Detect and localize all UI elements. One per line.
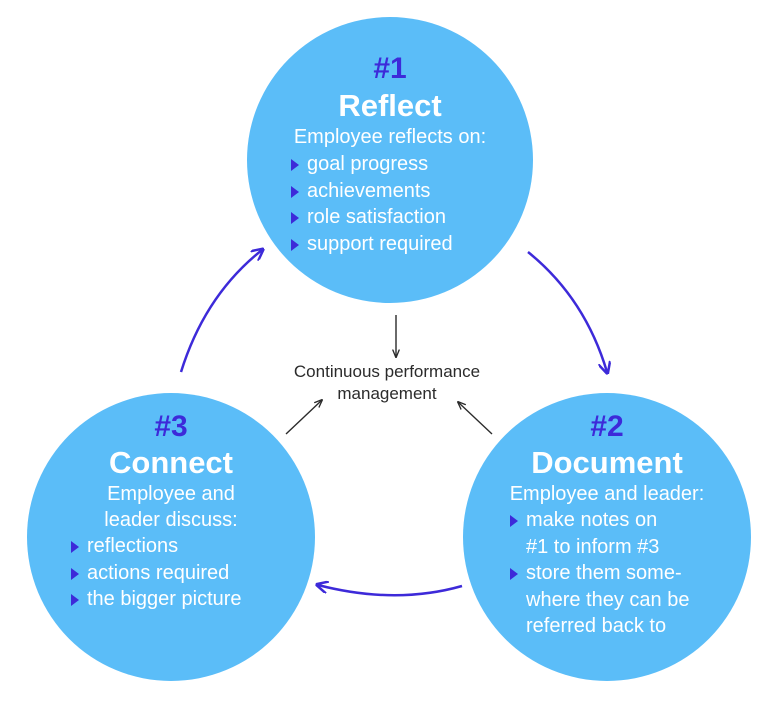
reflect-intro: Employee reflects on: (293, 126, 487, 148)
triangle-right-icon (291, 185, 299, 198)
document-bullet-list: make notes on#1 to inform #3 store them … (508, 507, 689, 640)
list-item: actions required (69, 560, 242, 587)
arrow-connect-to-center (285, 400, 322, 435)
document-title: Document (531, 445, 683, 480)
list-item: role satisfaction (289, 204, 453, 231)
arrow-connect-to-reflect (179, 250, 262, 373)
reflect-title: Reflect (338, 88, 442, 123)
triangle-right-icon (291, 212, 299, 224)
document-number: #2 (590, 410, 624, 443)
triangle-right-icon (71, 567, 79, 580)
document-circle: #2 Document Employee and leader: make no… (463, 393, 751, 681)
arrow-document-to-center (458, 402, 493, 435)
document-intro: Employee and leader: (509, 483, 705, 505)
reflect-circle: #1 Reflect Employee reflects on: goal pr… (247, 17, 533, 303)
triangle-right-icon (71, 541, 79, 553)
triangle-right-icon (291, 159, 299, 171)
reflect-bullet-list: goal progress achievements role satisfac… (289, 151, 453, 257)
triangle-right-icon (71, 594, 79, 606)
reflect-number: #1 (373, 52, 407, 85)
triangle-right-icon (510, 515, 518, 527)
list-item: make notes on#1 to inform #3 (508, 507, 689, 560)
connect-number: #3 (154, 410, 188, 443)
triangle-right-icon (291, 238, 299, 251)
connect-title: Connect (109, 445, 233, 480)
list-item: achievements (289, 178, 453, 205)
list-item: reflections (69, 533, 242, 560)
list-item: support required (289, 231, 453, 258)
list-item: the bigger picture (69, 586, 242, 613)
connect-bullet-list: reflections actions required the bigger … (69, 533, 242, 613)
list-item: goal progress (289, 151, 453, 178)
arrow-document-to-connect (318, 585, 463, 597)
triangle-right-icon (510, 568, 518, 580)
arrow-reflect-to-document (527, 251, 607, 372)
